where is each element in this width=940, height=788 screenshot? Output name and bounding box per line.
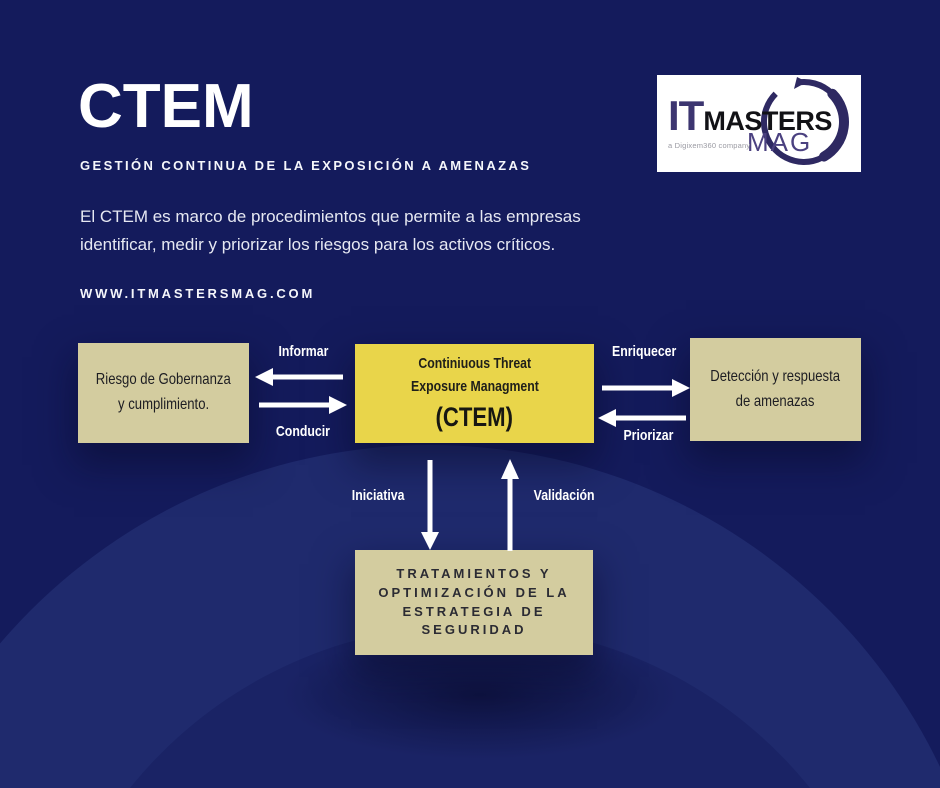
ctem-center-box: Continiuous Threat Exposure Managment (C… bbox=[355, 344, 594, 443]
validacion-label: Validación bbox=[527, 488, 611, 503]
enriquecer-arrow-right-icon bbox=[602, 379, 690, 397]
priorizar-label: Priorizar bbox=[602, 428, 694, 443]
threat-detection-line-1: Detección y respuesta bbox=[710, 367, 841, 385]
iniciativa-label: Iniciativa bbox=[338, 488, 410, 503]
validacion-label-text: Validación bbox=[533, 487, 595, 504]
threat-detection-box: Detección y respuesta de amenazas bbox=[690, 338, 861, 441]
priorizar-label-text: Priorizar bbox=[623, 427, 673, 444]
enriquecer-label-text: Enriquecer bbox=[611, 343, 677, 360]
priorizar-arrow-left-icon bbox=[598, 409, 686, 427]
logo-tagline: a Digixem360 company bbox=[668, 141, 751, 150]
informar-label-text: Informar bbox=[278, 343, 328, 360]
informar-label: Informar bbox=[258, 344, 348, 359]
validacion-arrow-up-icon bbox=[501, 459, 519, 551]
ctem-box-line-2: Exposure Managment bbox=[410, 377, 539, 395]
description-line-1: El CTEM es marco de procedimientos que p… bbox=[80, 207, 581, 226]
itmastersmag-logo: ITMASTERS MAG a Digixem360 company bbox=[657, 75, 861, 172]
description-paragraph: El CTEM es marco de procedimientos que p… bbox=[80, 203, 640, 258]
conducir-arrow-right-icon bbox=[259, 396, 347, 414]
treatments-optimization-box: TRATAMIENTOS Y OPTIMIZACIÓN DE LA ESTRAT… bbox=[355, 550, 593, 655]
logo-word-mag: MAG bbox=[747, 127, 813, 157]
conducir-label-text: Conducir bbox=[276, 423, 330, 440]
ctem-box-acronym: (CTEM) bbox=[435, 402, 514, 433]
page-title: CTEM bbox=[78, 72, 254, 141]
treatments-line-2: OPTIMIZACIÓN DE LA bbox=[378, 584, 570, 600]
iniciativa-label-text: Iniciativa bbox=[351, 487, 405, 504]
logo-word-masters: MASTERS bbox=[703, 106, 832, 136]
logo-swoosh-icon bbox=[760, 77, 849, 165]
conducir-label: Conducir bbox=[258, 424, 348, 439]
logo-wordmark: ITMASTERS bbox=[668, 95, 832, 137]
governance-risk-line-2: y cumplimiento. bbox=[117, 396, 210, 413]
treatments-line-1: TRATAMIENTOS Y bbox=[396, 565, 552, 581]
informar-arrow-left-icon bbox=[255, 368, 343, 386]
governance-risk-box: Riesgo de Gobernanza y cumplimiento. bbox=[78, 343, 249, 443]
ctem-box-line-1: Continiuous Threat bbox=[418, 355, 531, 373]
description-line-2: identificar, medir y priorizar los riesg… bbox=[80, 234, 556, 254]
page-subtitle: GESTIÓN CONTINUA DE LA EXPOSICIÓN A AMEN… bbox=[80, 158, 532, 173]
treatments-line-4: SEGURIDAD bbox=[421, 622, 527, 638]
logo-word-it: IT bbox=[668, 92, 704, 139]
website-url: WWW.ITMASTERSMAG.COM bbox=[80, 286, 316, 301]
iniciativa-arrow-down-icon bbox=[421, 460, 439, 550]
threat-detection-line-2: de amenazas bbox=[736, 392, 815, 410]
governance-risk-line-1: Riesgo de Gobernanza bbox=[96, 371, 231, 389]
treatments-line-3: ESTRATEGIA DE bbox=[402, 603, 546, 619]
enriquecer-label: Enriquecer bbox=[598, 344, 690, 359]
